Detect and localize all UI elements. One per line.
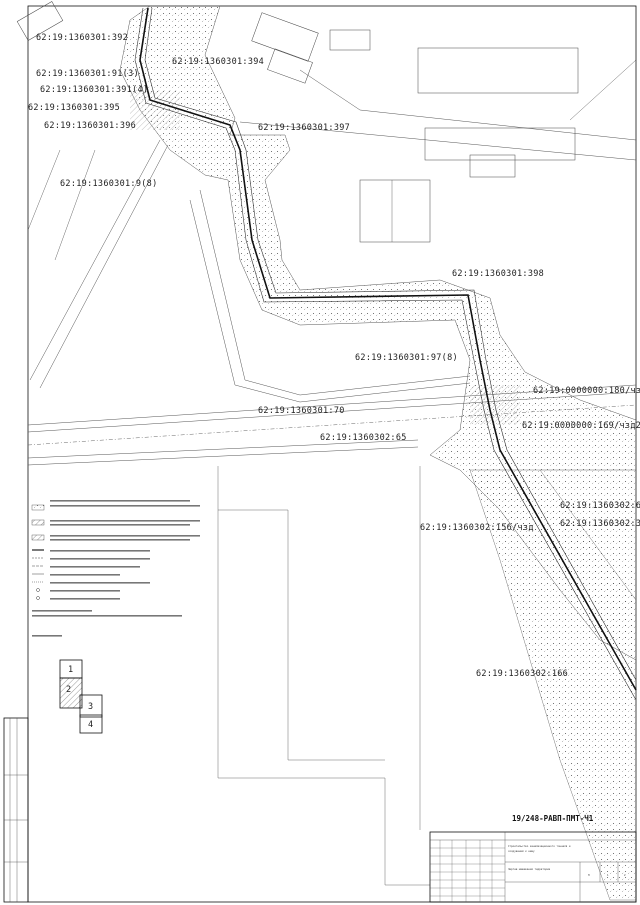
node-area — [130, 90, 180, 130]
parcel-label: 62:19:1360301:398 — [452, 269, 544, 279]
row-corridor-south — [469, 469, 637, 901]
parcel-labels: 62:19:1360301:392 62:19:1360301:394 62:1… — [28, 33, 640, 679]
parcel-label: 62:19:1360301:91(3) — [36, 69, 139, 79]
parcel-label: 62:19:1360301:394 — [172, 57, 264, 67]
sheet-subtitle: Чертеж межевания территории — [508, 867, 551, 871]
parcel-label: 62:19:0000000:169/чзд2 — [522, 421, 640, 431]
sheet-index: 1 2 3 4 — [59, 659, 103, 734]
legend — [31, 500, 200, 637]
project-title: Строительство канализационного тоннеля и — [508, 844, 571, 848]
parcel-label: 62:19:1360301:395 — [28, 103, 120, 113]
parcel-label: 62:19:1360301:391(4) — [40, 85, 148, 95]
sheet-index-label: 2 — [66, 685, 71, 695]
project-title-line2: сооружений к нему — [508, 849, 535, 853]
parcel-label: 62:19:1360302:65 — [320, 433, 407, 443]
parcel-label: 62:19:1360301:396 — [44, 121, 136, 131]
buildings — [16, 1, 579, 243]
sheet-index-label: 4 — [88, 720, 93, 730]
parcel-label: 62:19:1360301:70 — [258, 406, 345, 416]
parcel-label: 62:19:1360302:64 — [560, 501, 640, 511]
left-stamp-strip — [3, 717, 29, 903]
sheet-number: 1 — [607, 873, 609, 877]
parcel-label: 62:19:1360302:331/чзд — [560, 519, 640, 529]
sheet-index-label: 3 — [88, 702, 93, 712]
title-block: 19/248-РАВП-ПМТ-Ч1 Строительство канализ… — [429, 814, 637, 903]
node-area — [470, 385, 520, 425]
parcel-label: 62:19:0000000:180/чзд1 — [533, 386, 640, 396]
parcel-label: 62:19:1360301:97(8) — [355, 353, 458, 363]
parcel-label: 62:19:1360301:9(8) — [60, 179, 158, 189]
parcel-label: 62:19:1360302:156/чзд — [420, 523, 534, 533]
parcel-label: 62:19:1360301:392 — [36, 33, 128, 43]
sheet-index-label: 1 — [68, 665, 73, 675]
drawing-code: 19/248-РАВП-ПМТ-Ч1 — [512, 814, 594, 823]
parcel-label: 62:19:1360301:397 — [258, 123, 350, 133]
parcel-label: 62:19:1360302:166 — [476, 669, 568, 679]
sheets-total: 2 — [624, 873, 626, 877]
stage-value: П — [588, 873, 590, 877]
